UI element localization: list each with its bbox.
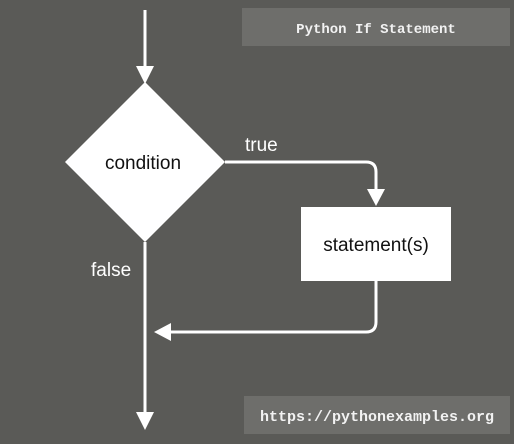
title-banner [242, 8, 510, 46]
return-line [168, 281, 378, 334]
source-banner [244, 396, 510, 434]
process-label: statement(s) [323, 235, 429, 256]
return-arrowhead [154, 323, 171, 341]
true-branch-arrowhead [367, 189, 385, 206]
decision-label: condition [105, 153, 181, 174]
exit-arrowhead [136, 412, 154, 430]
source-url: https://pythonexamples.org [260, 409, 494, 426]
false-branch-label: false [91, 260, 131, 281]
decision-diamond [65, 82, 225, 242]
diagram-title: Python If Statement [296, 22, 456, 38]
entry-arrowhead [136, 66, 154, 84]
true-branch-label: true [245, 135, 278, 156]
process-box [301, 207, 451, 281]
true-branch-line [225, 160, 378, 192]
